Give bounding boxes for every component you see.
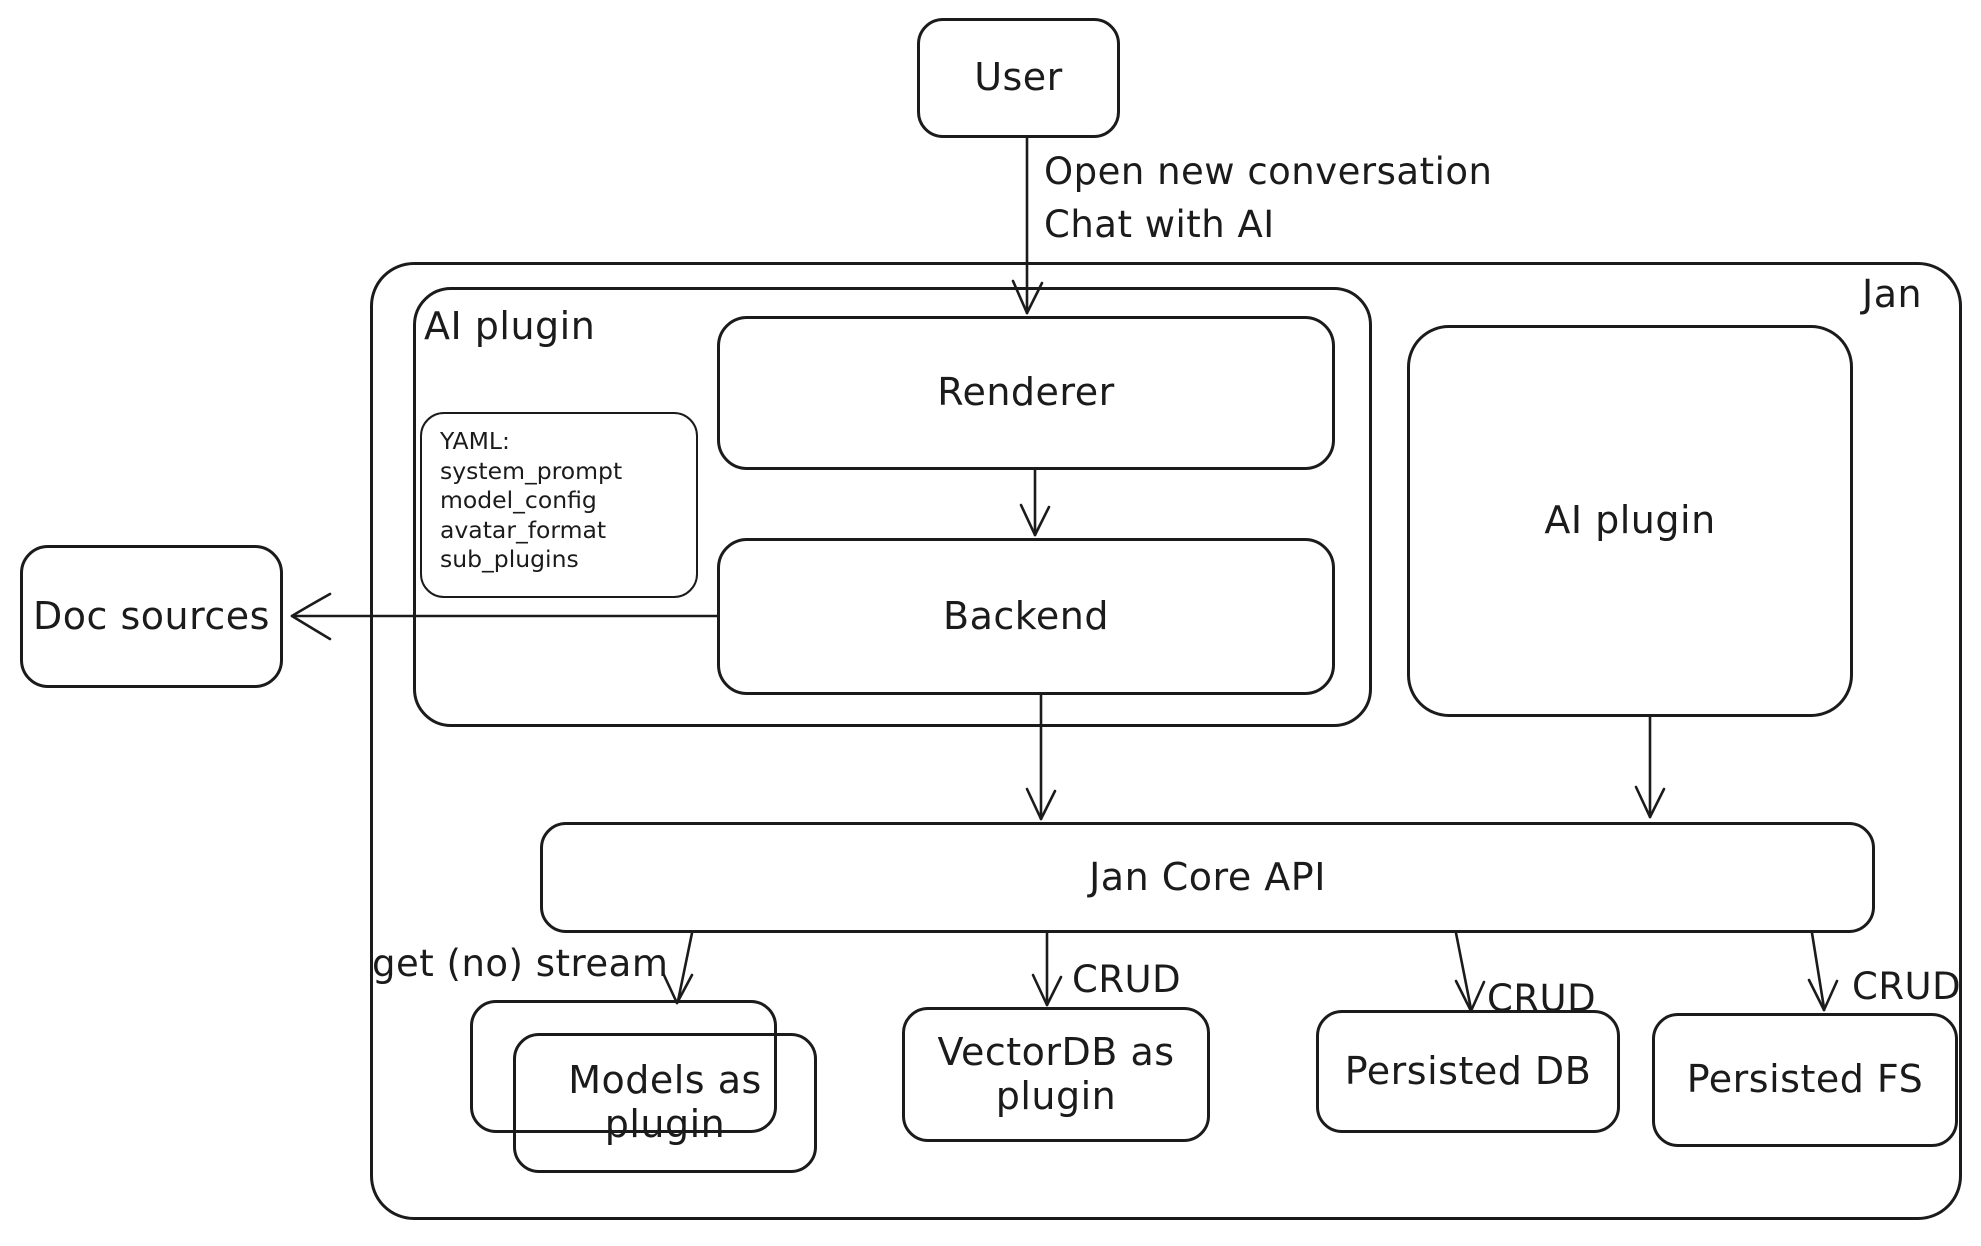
- node-renderer: Renderer: [717, 316, 1335, 470]
- edge-label-get-stream: get (no) stream: [372, 942, 669, 985]
- node-ai-plugin-right-label: AI plugin: [1544, 498, 1716, 543]
- node-jan-core-api-label: Jan Core API: [1089, 854, 1326, 899]
- node-yaml-note: YAML: system_prompt model_config avatar_…: [420, 412, 698, 598]
- yaml-line: YAML:: [440, 427, 510, 455]
- node-persisted-fs-label: Persisted FS: [1686, 1057, 1924, 1102]
- node-models-plugin-back: [470, 1000, 777, 1133]
- edge-label-crud-fs: CRUD: [1852, 965, 1962, 1008]
- node-jan-label: Jan: [1862, 272, 1923, 316]
- edge-label-user-flow-line1: Open new conversation: [1044, 150, 1493, 193]
- node-backend: Backend: [717, 538, 1335, 695]
- node-ai-plugin-left-label: AI plugin: [424, 304, 596, 348]
- node-models-plugin-label-line2: plugin: [604, 1102, 726, 1146]
- node-persisted-fs: Persisted FS: [1652, 1013, 1958, 1147]
- node-vectordb-plugin-label-line2: plugin: [995, 1073, 1117, 1118]
- node-jan-container: [370, 262, 1962, 1220]
- yaml-line: system_prompt: [440, 456, 623, 485]
- node-models-plugin: Models as plugin: [513, 1033, 817, 1173]
- yaml-line: avatar_format: [440, 515, 607, 544]
- node-vectordb-plugin: VectorDB as plugin: [902, 1007, 1210, 1142]
- node-user: User: [917, 18, 1120, 138]
- node-persisted-db-label: Persisted DB: [1344, 1048, 1592, 1093]
- node-renderer-label: Renderer: [937, 370, 1115, 415]
- node-user-label: User: [974, 55, 1063, 100]
- yaml-line: sub_plugins: [440, 545, 579, 574]
- edge-label-crud-vectordb: CRUD: [1072, 958, 1182, 1001]
- node-doc-sources-label: Doc sources: [33, 593, 270, 638]
- node-jan-core-api: Jan Core API: [540, 822, 1875, 933]
- yaml-line: model_config: [440, 486, 597, 515]
- node-persisted-db: Persisted DB: [1316, 1010, 1620, 1133]
- node-backend-label: Backend: [943, 593, 1109, 638]
- node-doc-sources: Doc sources: [20, 545, 283, 688]
- node-vectordb-plugin-label-line1: VectorDB as: [937, 1029, 1175, 1074]
- node-ai-plugin-left: [413, 287, 1372, 727]
- node-ai-plugin-right: AI plugin: [1407, 325, 1853, 717]
- edge-label-user-flow: Open new conversation Chat with AI: [1044, 150, 1492, 256]
- node-models-plugin-label-line1: Models as: [568, 1058, 762, 1103]
- edge-label-user-flow-line2: Chat with AI: [1044, 203, 1275, 246]
